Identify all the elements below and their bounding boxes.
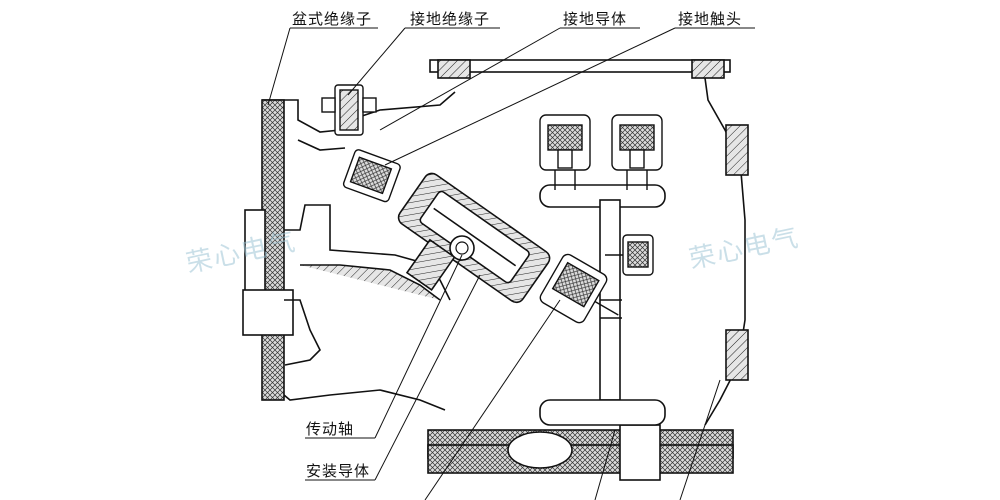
ground-insulator — [321, 84, 377, 136]
moving-contact — [539, 253, 619, 324]
left-housing — [242, 91, 456, 411]
label-ground-contact: 接地触头 — [678, 10, 743, 28]
bottom-flange — [427, 424, 734, 481]
side-contact — [605, 234, 654, 276]
label-mount-conductor: 安装导体 — [306, 462, 371, 480]
label-basin-insulator: 盆式绝缘子 — [292, 10, 373, 28]
ground-contact-left — [539, 114, 591, 190]
central-i-beam-conductor — [539, 184, 666, 426]
right-enclosure — [704, 77, 749, 426]
ground-conductor — [342, 149, 401, 203]
label-ground-insulator: 接地绝缘子 — [410, 10, 491, 28]
drive-shaft-gear-icon — [449, 235, 475, 261]
top-flange — [429, 59, 731, 79]
label-drive-shaft: 传动轴 — [306, 420, 355, 438]
ground-contact-right — [611, 114, 663, 190]
leader-lines — [267, 27, 755, 500]
label-ground-conductor: 接地导体 — [563, 10, 628, 28]
